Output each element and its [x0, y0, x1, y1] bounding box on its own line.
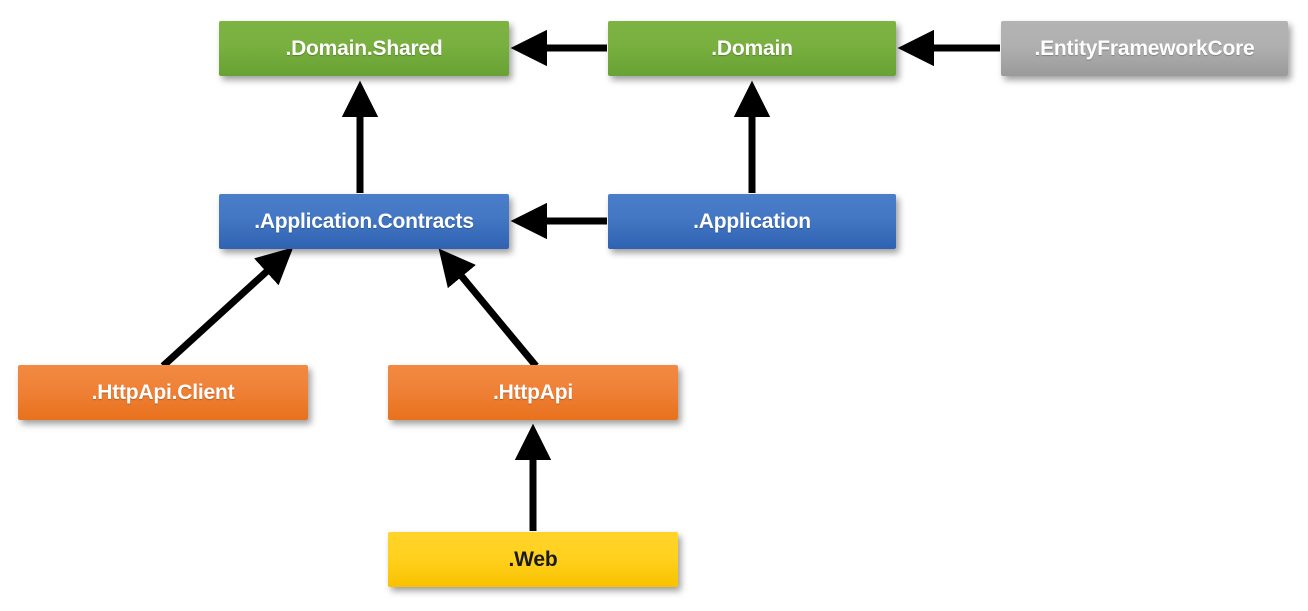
node-application[interactable]: .Application	[608, 194, 896, 249]
node-domain-shared[interactable]: .Domain.Shared	[219, 21, 509, 76]
node-http-api-client[interactable]: .HttpApi.Client	[18, 365, 308, 420]
node-application-contracts-label: .Application.Contracts	[254, 210, 474, 233]
node-entity-framework-core[interactable]: .EntityFrameworkCore	[1001, 21, 1288, 76]
node-web[interactable]: .Web	[388, 532, 678, 587]
arrow-http-api-to-application-contracts	[438, 248, 539, 369]
node-entity-framework-core-label: .EntityFrameworkCore	[1034, 37, 1255, 60]
node-application-contracts[interactable]: .Application.Contracts	[219, 194, 509, 249]
node-domain-shared-label: .Domain.Shared	[285, 37, 443, 60]
node-domain[interactable]: .Domain	[608, 21, 896, 76]
node-application-label: .Application	[693, 210, 811, 233]
arrow-http-api-client-to-application-contracts	[160, 247, 294, 369]
node-domain-label: .Domain	[711, 37, 793, 60]
node-web-label: .Web	[508, 548, 558, 571]
node-http-api[interactable]: .HttpApi	[388, 365, 678, 420]
node-http-api-label: .HttpApi	[492, 381, 574, 404]
node-http-api-client-label: .HttpApi.Client	[91, 381, 235, 404]
